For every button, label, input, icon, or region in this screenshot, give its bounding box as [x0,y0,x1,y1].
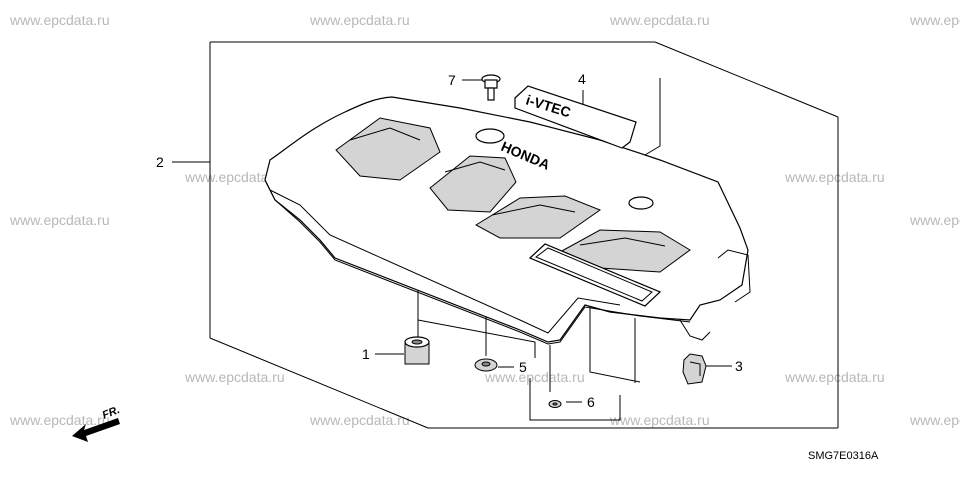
watermark: www.epcdata.ru [9,12,110,28]
bracket-1-5 [417,319,536,358]
watermark: www.epcdata.ru [184,169,285,185]
runner-detail [491,204,576,216]
callout-4[interactable]: 4 [578,71,586,87]
cover-side-tab [717,249,751,303]
watermark: www.epcdata.ru [609,412,710,428]
cover-lower-edge [264,179,691,345]
runner-detail [444,161,506,173]
bolt[interactable] [481,74,501,101]
callout-6[interactable]: 6 [587,394,595,410]
watermark: www.epcdata.ru [309,412,410,428]
runner-detail [349,127,421,141]
front-arrow-icon [72,418,120,442]
mount-hole [475,128,505,144]
bolt-shank [487,87,495,101]
callouts: 1 2 3 4 5 6 7 [156,71,743,410]
frame-bottom-left [209,337,429,429]
runner-detail [579,237,666,247]
runner-3 [475,195,602,239]
clip-body [682,353,707,385]
cover-inner-edge [269,189,621,334]
bolt-collar [484,79,498,89]
callout-2[interactable]: 2 [156,154,164,170]
assembly-frame [209,41,839,429]
watermark: www.epcdata.ru [9,212,110,228]
clip[interactable] [682,353,707,385]
clip-detail [689,361,701,376]
watermark: www.epcdata.ru [9,412,110,428]
mount-hole [628,196,654,210]
watermark: www.epcdata.ru [609,12,710,28]
watermark: www.epcdata.ru [784,169,885,185]
grommet-hole [481,361,491,367]
callout-7[interactable]: 7 [448,72,456,88]
mount-center [411,339,423,345]
frame-top-right [654,41,839,118]
cover-plate [528,243,662,307]
washer[interactable] [548,400,562,408]
rubber-mount[interactable] [404,336,430,365]
watermark: www.epcdata.ru [784,369,885,385]
vtec-plate [514,85,637,149]
watermark: www.epcdata.ru [184,369,285,385]
cover-plate-inner [534,247,653,302]
leader-4-bracket [639,78,661,159]
watermark: www.epcdata.ru [484,369,585,385]
callout-1[interactable]: 1 [362,346,370,362]
bracket-6-box [529,378,621,421]
runner-1 [335,117,441,181]
washer-hole [552,402,558,406]
grommet[interactable] [474,358,498,372]
callout-3[interactable]: 3 [735,358,743,374]
diagram-code: SMG7E0316A [808,450,879,462]
callout-5[interactable]: 5 [519,359,527,375]
runner-2 [429,155,517,213]
watermark: www.epcdata.ru [909,212,960,228]
watermark: www.epcdata.ru [909,12,960,28]
watermark: www.epcdata.ru [909,412,960,428]
cover-clip [679,319,711,341]
bracket-right [589,305,641,383]
engine-cover[interactable]: HONDA [264,96,751,345]
watermark: www.epcdata.ru [309,12,410,28]
front-label: FR. [101,404,122,422]
